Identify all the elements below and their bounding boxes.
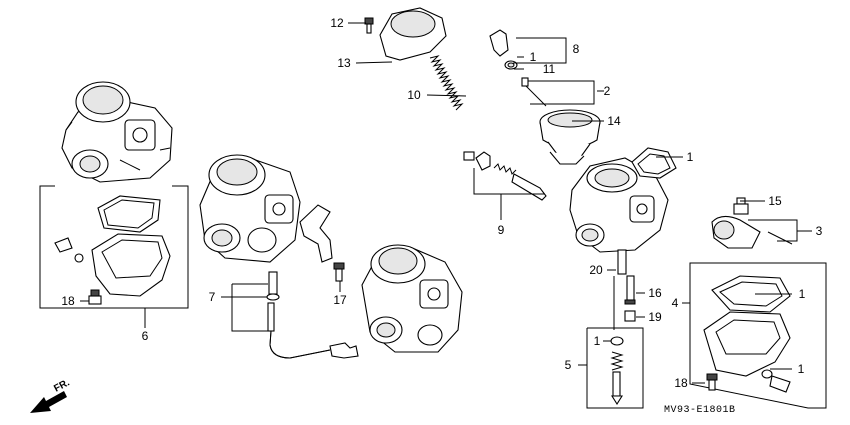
callout-10: 10 — [407, 88, 421, 102]
front-arrow-icon — [30, 391, 67, 413]
carburetor-right — [569, 147, 677, 253]
callout-18-right: 18 — [674, 376, 688, 390]
pilot-screw-set — [613, 249, 636, 330]
callout-16: 16 — [648, 286, 662, 300]
carburetor-top-left — [61, 81, 173, 183]
jet-needle-set — [489, 29, 547, 107]
callout-17: 17 — [333, 293, 347, 307]
callout-18-left: 18 — [61, 294, 75, 308]
callout-1-oring: 1 — [594, 334, 601, 348]
callout-5: 5 — [565, 358, 572, 372]
float-bowl-assembly-left — [39, 185, 189, 328]
leader-lines — [80, 22, 812, 384]
callout-19: 19 — [648, 310, 662, 324]
throttle-stop-set — [711, 197, 793, 249]
callout-1-drain: 1 — [798, 362, 805, 376]
callout-15: 15 — [768, 194, 782, 208]
throttle-cable — [266, 271, 359, 359]
callout-4: 4 — [672, 296, 679, 310]
vacuum-piston — [539, 109, 601, 165]
callout-9: 9 — [498, 223, 505, 237]
top-cover — [364, 7, 447, 61]
callout-labels: 12 13 10 8 1 11 2 14 1 9 15 3 20 16 4 1 … — [61, 16, 822, 390]
diagram-code: MV93-E1801B — [664, 405, 736, 416]
callout-11: 11 — [543, 62, 556, 76]
callout-14: 14 — [607, 114, 621, 128]
callout-1-gasket-top: 1 — [687, 150, 694, 164]
callout-6: 6 — [142, 329, 149, 343]
callout-13: 13 — [337, 56, 351, 70]
callout-8: 8 — [573, 42, 580, 56]
float-bowl-assembly-right — [689, 262, 827, 409]
callout-1-needle: 1 — [530, 50, 537, 64]
callout-20: 20 — [589, 263, 603, 277]
spring — [429, 55, 464, 111]
screw-17 — [333, 262, 345, 282]
callout-3: 3 — [816, 224, 823, 238]
callout-7: 7 — [209, 290, 216, 304]
callout-2: 2 — [604, 84, 611, 98]
pilot-screw-box — [586, 327, 644, 409]
carburetor-center — [361, 244, 463, 353]
front-label: FR. — [52, 377, 72, 394]
callout-1-gasket-right: 1 — [799, 287, 806, 301]
callout-12: 12 — [330, 16, 344, 30]
needle-jet-set — [463, 151, 547, 201]
carburetor-center-left — [199, 154, 333, 263]
